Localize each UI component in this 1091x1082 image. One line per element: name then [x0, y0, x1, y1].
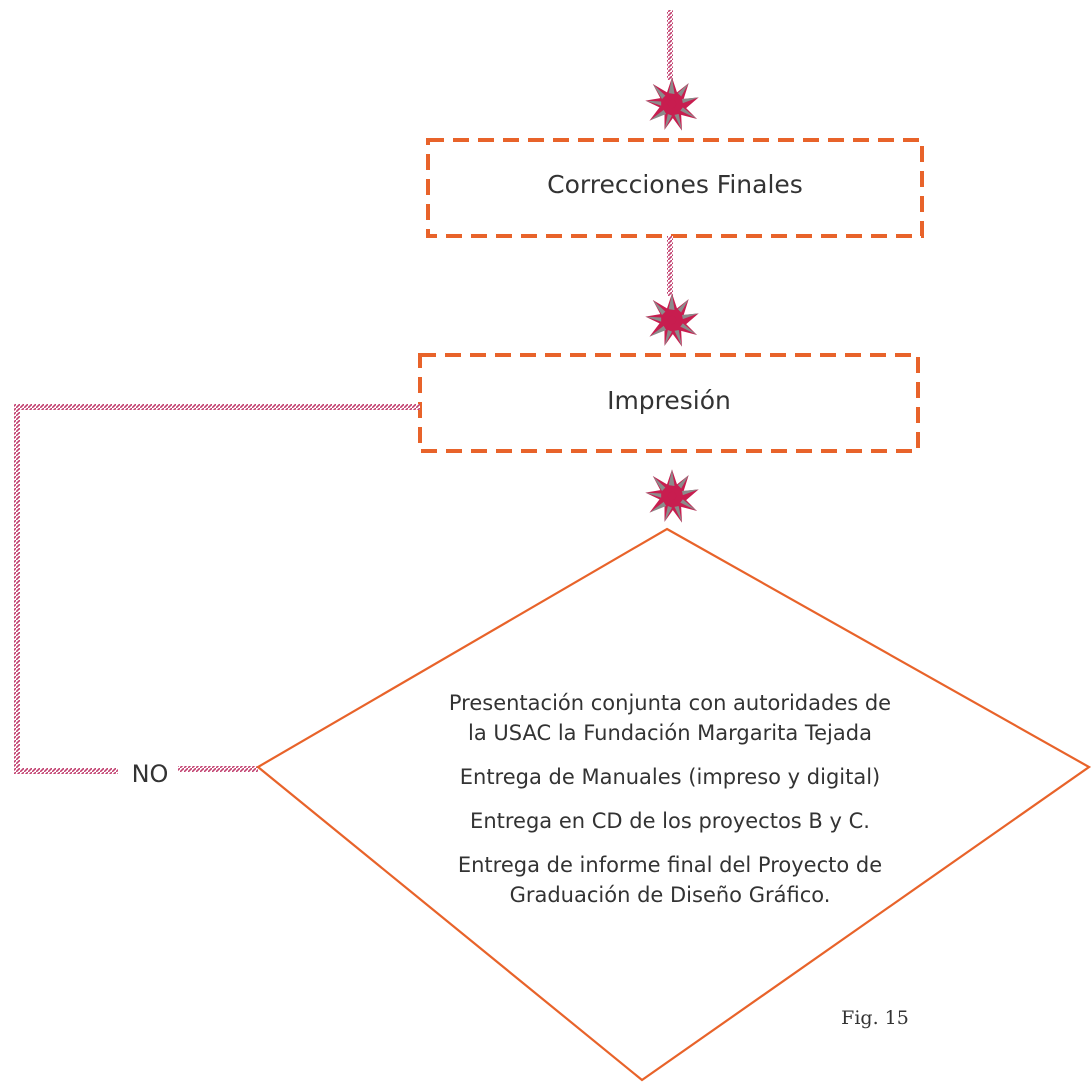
step-label-correcciones: Correcciones Finales	[547, 170, 803, 199]
decision-paragraph: Presentación conjunta con autoridades de…	[410, 688, 930, 748]
starburst-icon	[645, 469, 699, 523]
connector-middle	[667, 236, 673, 296]
decision-line: Entrega de Manuales (impreso y digital)	[459, 765, 881, 789]
step-label-impresion: Impresión	[607, 386, 731, 415]
decision-line: Entrega en CD de los proyectos B y C.	[470, 809, 870, 833]
step-box-correcciones	[426, 138, 924, 238]
decision-line: Presentación conjunta con autoridades de	[448, 691, 892, 715]
loop-connector-top	[14, 404, 420, 410]
loop-connector-bottom-right	[176, 766, 258, 772]
starburst-icon	[645, 293, 699, 347]
step-box-impresion	[418, 353, 920, 453]
decision-text: Presentación conjunta con autoridades de…	[410, 688, 930, 924]
decision-line: Entrega de informe final del Proyecto de	[457, 853, 883, 877]
decision-paragraph: Entrega en CD de los proyectos B y C.	[410, 806, 930, 836]
connector-top	[667, 10, 673, 80]
figure-caption: Fig. 15	[841, 1007, 909, 1029]
decision-line: la USAC la Fundación Margarita Tejada	[468, 721, 872, 745]
loop-connector-bottom-left	[14, 768, 118, 774]
decision-line: Graduación de Diseño Gráfico.	[509, 883, 831, 907]
branch-no-label: NO	[122, 759, 178, 789]
decision-paragraph: Entrega de informe final del Proyecto de…	[410, 850, 930, 910]
loop-connector-left	[14, 404, 20, 774]
starburst-icon	[645, 77, 699, 131]
decision-diamond	[256, 527, 1091, 1082]
decision-paragraph: Entrega de Manuales (impreso y digital)	[410, 762, 930, 792]
